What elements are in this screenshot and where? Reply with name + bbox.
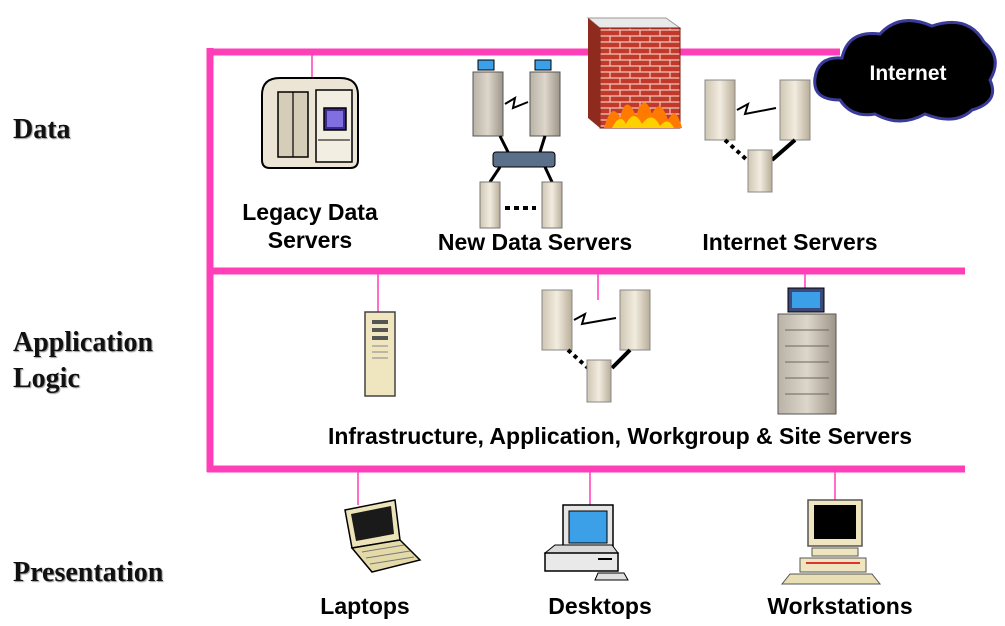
tier-label-logic: Logic (13, 363, 80, 394)
workstations-label: Workstations (767, 593, 913, 619)
tier-label-presentation: Presentation (13, 557, 164, 588)
legacy-mainframe-icon (261, 77, 359, 169)
internet-servers-label: Internet Servers (702, 229, 878, 255)
internet-servers-icon (704, 79, 811, 193)
laptop-icon (344, 499, 422, 573)
site-server-rack-icon (777, 287, 837, 415)
firewall-icon (586, 17, 682, 129)
tier-label-application: Application (13, 327, 154, 358)
desktops-label: Desktops (548, 593, 652, 619)
legacy-label-line2: Servers (267, 227, 353, 253)
legacy-label-line1: Legacy Data (242, 199, 378, 225)
workstation-icon (780, 499, 882, 585)
infrastructure-servers-label: Infrastructure, Application, Workgroup &… (327, 423, 913, 449)
new-data-servers-label: New Data Servers (437, 229, 633, 255)
infrastructure-tower-icon (364, 311, 396, 397)
tier-label-data: Data (13, 114, 71, 145)
internet-cloud: Internet (813, 19, 997, 123)
desktop-icon (543, 504, 629, 581)
laptops-label: Laptops (320, 593, 410, 619)
legacy-data-servers-label: Legacy Data Servers (215, 198, 405, 254)
drop-lines (311, 52, 836, 505)
application-cluster-icon (541, 289, 651, 403)
new-data-servers-icon (472, 59, 563, 229)
internet-label: Internet (869, 62, 946, 85)
